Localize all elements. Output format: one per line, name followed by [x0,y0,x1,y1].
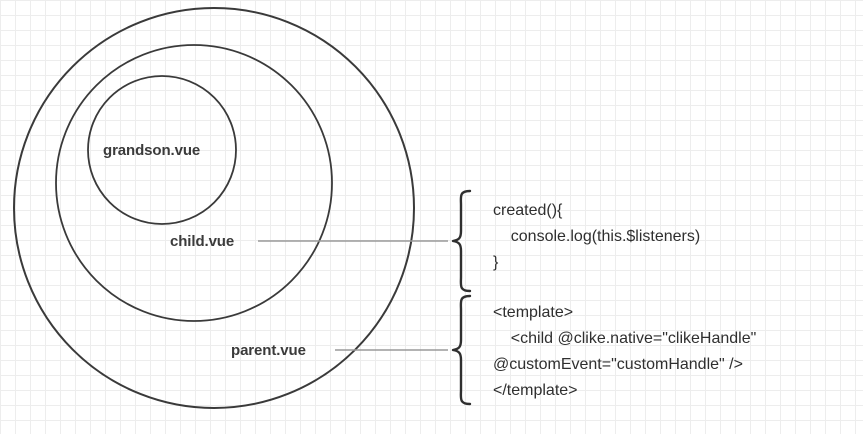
curly-brace-parent [451,294,472,406]
label-child-vue: child.vue [170,233,235,250]
circle-grandson[interactable] [87,75,237,225]
circle-parent[interactable] [13,7,415,409]
label-parent-vue: parent.vue [231,342,306,359]
curly-brace-child [451,189,472,293]
code-block-template: <template> <child @clike.native="clikeHa… [493,304,757,399]
circle-child[interactable] [55,44,333,322]
label-grandson-vue: grandson.vue [103,142,201,159]
code-block-listeners: created(){ console.log(this.$listeners) … [493,202,701,271]
